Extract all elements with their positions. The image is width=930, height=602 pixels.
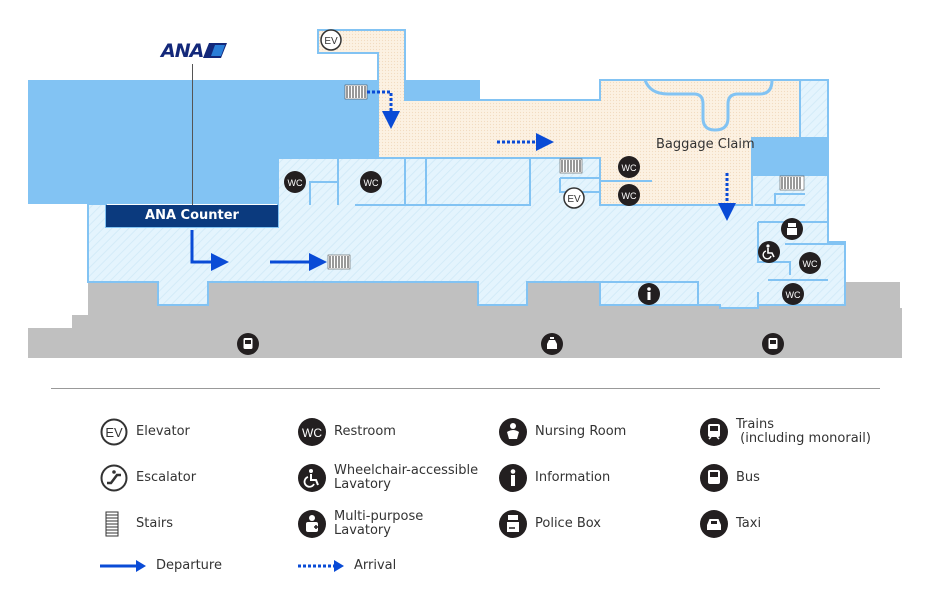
svg-text:WC: WC bbox=[803, 259, 818, 269]
taxi-icon[interactable] bbox=[541, 333, 563, 355]
legend-elevator: EV Elevator bbox=[100, 418, 190, 446]
police-box-icon[interactable] bbox=[781, 218, 803, 240]
arrival-arrow-icon bbox=[298, 560, 344, 572]
svg-text:WC: WC bbox=[364, 178, 379, 188]
legend-taxi: Taxi bbox=[700, 510, 761, 538]
wc-icon[interactable]: WC bbox=[782, 283, 804, 305]
police-box-icon bbox=[499, 510, 527, 538]
stairs-2 bbox=[559, 158, 583, 174]
baggage-carousel bbox=[643, 79, 774, 132]
legend-bus: Bus bbox=[700, 464, 760, 492]
wc-icon[interactable]: WC bbox=[618, 156, 640, 178]
info-icon[interactable] bbox=[638, 283, 660, 305]
terminal-floor-map: ANA ANA Counter Baggage Claim EV EV WC W… bbox=[28, 29, 902, 358]
bus-icon[interactable] bbox=[762, 333, 784, 355]
wc-icon[interactable]: WC bbox=[360, 171, 382, 193]
floor-plan bbox=[28, 29, 902, 358]
legend-label: Stairs bbox=[136, 516, 174, 531]
wc-icon[interactable]: WC bbox=[284, 171, 306, 193]
stairs-4 bbox=[327, 254, 351, 270]
info-icon bbox=[499, 464, 527, 492]
legend-restroom: WC Restroom bbox=[298, 418, 396, 446]
legend-trains: Trains (including monorail) bbox=[700, 418, 871, 446]
legend-label: Police Box bbox=[535, 516, 601, 531]
legend-label: Departure bbox=[156, 558, 222, 573]
svg-text:WC: WC bbox=[786, 290, 801, 300]
svg-text:WC: WC bbox=[288, 178, 303, 188]
legend-label: Wheelchair-accessible Lavatory bbox=[334, 463, 479, 492]
legend-label: Bus bbox=[736, 470, 760, 485]
legend-police: Police Box bbox=[499, 510, 601, 538]
departure-arrow-icon bbox=[100, 560, 146, 572]
legend-label: Trains (including monorail) bbox=[736, 417, 871, 446]
counter-leader-line bbox=[192, 64, 193, 206]
legend-label: Elevator bbox=[136, 424, 190, 439]
taxi-icon bbox=[700, 510, 728, 538]
stairs-1 bbox=[344, 84, 368, 100]
legend-label: Escalator bbox=[136, 470, 197, 485]
legend-label: Nursing Room bbox=[535, 424, 627, 439]
bus-icon bbox=[700, 464, 728, 492]
legend-arrival: Arrival bbox=[298, 554, 396, 578]
wc-icon[interactable]: WC bbox=[799, 252, 821, 274]
arrival-arrow-1 bbox=[367, 90, 400, 129]
interior-walls bbox=[309, 158, 846, 305]
ana-logo-stripe-icon bbox=[203, 43, 227, 58]
apron-right bbox=[752, 138, 828, 176]
svg-text:WC: WC bbox=[622, 163, 637, 173]
legend-nursing: Nursing Room bbox=[499, 418, 626, 446]
legend-stairs: Stairs bbox=[100, 510, 173, 538]
legend-information: Information bbox=[499, 464, 610, 492]
legend-label: Arrival bbox=[354, 558, 397, 573]
legend-divider bbox=[51, 388, 880, 389]
baggage-claim-label: Baggage Claim bbox=[656, 137, 755, 152]
legend-label: Taxi bbox=[736, 516, 762, 531]
stairs-3 bbox=[779, 175, 805, 191]
ana-logo: ANA bbox=[161, 40, 204, 62]
apron-left bbox=[28, 80, 278, 204]
right-column bbox=[799, 79, 829, 139]
legend-departure: Departure bbox=[100, 554, 222, 578]
svg-text:EV: EV bbox=[105, 425, 123, 440]
legend-label: Information bbox=[535, 470, 611, 485]
svg-text:EV: EV bbox=[324, 36, 338, 47]
ev-icon[interactable]: EV bbox=[320, 29, 342, 51]
ev-icon: EV bbox=[100, 418, 128, 446]
legend-multipurpose: Multi-purpose Lavatory bbox=[298, 510, 423, 538]
legend-label: Multi-purpose Lavatory bbox=[334, 509, 424, 538]
nursing-room-icon bbox=[499, 418, 527, 446]
ana-counter[interactable]: ANA Counter bbox=[106, 205, 278, 227]
train-icon bbox=[700, 418, 728, 446]
wc-icon[interactable]: WC bbox=[618, 184, 640, 206]
legend-wheelchair: Wheelchair-accessible Lavatory bbox=[298, 464, 478, 492]
stairs-icon bbox=[105, 511, 119, 537]
svg-text:WC: WC bbox=[622, 191, 637, 201]
bus-icon[interactable] bbox=[237, 333, 259, 355]
legend-escalator: Escalator bbox=[100, 464, 196, 492]
multipurpose-lavatory-icon bbox=[298, 510, 326, 538]
svg-text:EV: EV bbox=[567, 194, 581, 205]
legend-label: Restroom bbox=[334, 424, 396, 439]
wheelchair-icon[interactable] bbox=[758, 241, 780, 263]
wc-icon: WC bbox=[298, 418, 326, 446]
svg-text:WC: WC bbox=[302, 426, 322, 440]
ev-icon[interactable]: EV bbox=[563, 187, 585, 209]
escalator-icon bbox=[100, 464, 128, 492]
departure-arrow-1 bbox=[190, 230, 229, 271]
wheelchair-icon bbox=[298, 464, 326, 492]
